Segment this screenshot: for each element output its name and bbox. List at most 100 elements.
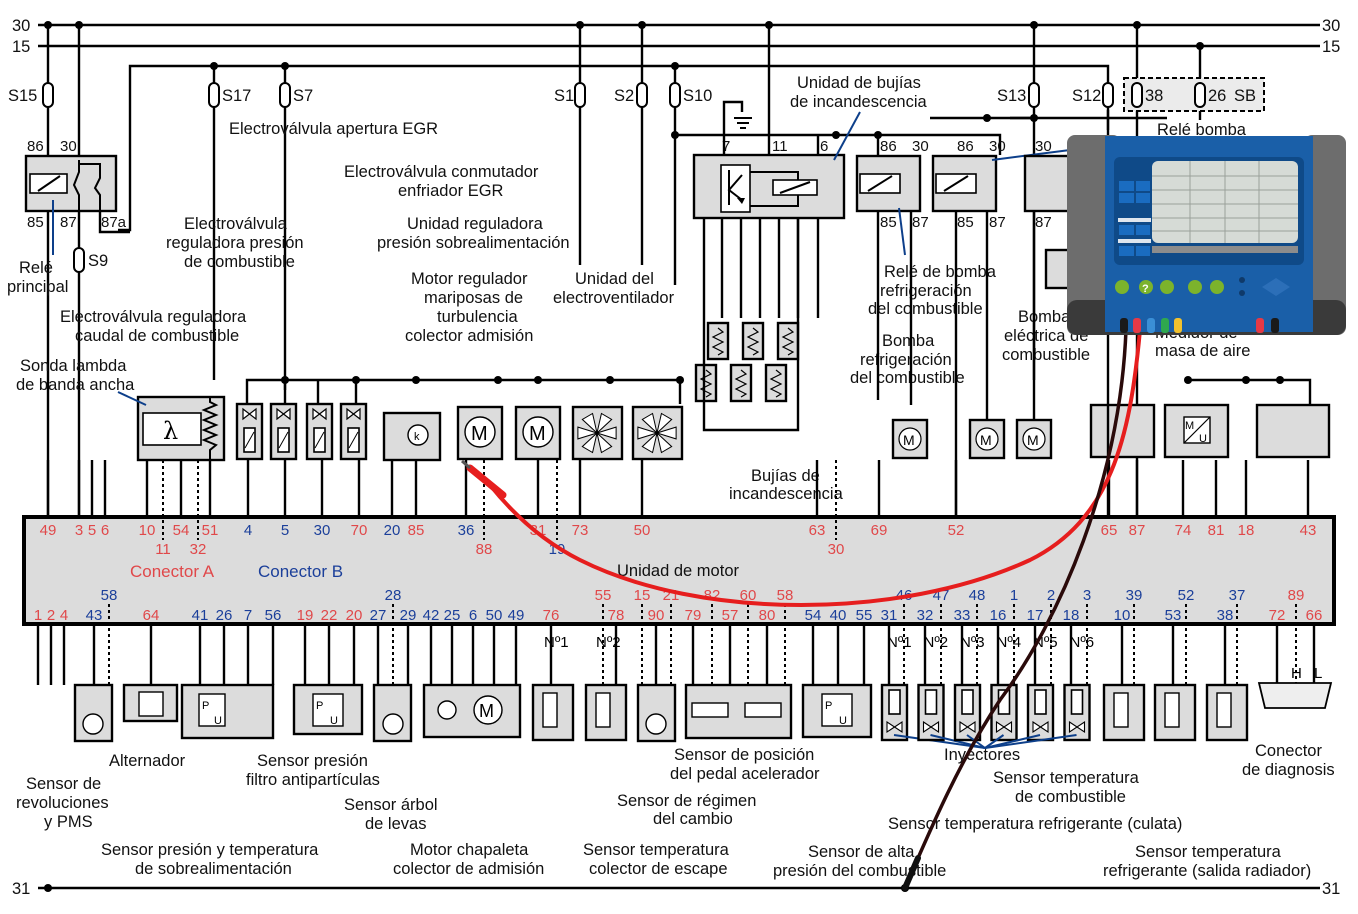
scan-tool[interactable]: ? <box>1067 135 1346 335</box>
egr-valve <box>305 402 334 461</box>
label-electroventilador-2: electroventilador <box>553 289 675 307</box>
label-bomba-electrica-2: eléctrica de <box>1004 327 1088 345</box>
fuse-s13: S13 <box>997 87 1026 105</box>
ecu-pin-bottom: 43 <box>86 607 103 624</box>
ecu-pin-bottom: 29 <box>400 607 417 624</box>
svg-text:85: 85 <box>27 214 44 231</box>
glow-plug <box>694 363 718 403</box>
ecu-pin-top: 85 <box>408 522 425 539</box>
ecu-pin-bottom: 20 <box>346 607 363 624</box>
fuses: S15 S17 S7 S1 S2 S10 S13 S12 S9 38 26 SB <box>8 77 1265 273</box>
label-unidad-bujias: Unidad de bujías <box>797 74 921 92</box>
rail-15-right: 15 <box>1322 38 1340 56</box>
dpf-pressure-sensor: PU <box>292 683 364 736</box>
injector-number: Nº1 <box>887 634 912 651</box>
injector-number: Nº6 <box>1070 634 1095 651</box>
svg-text:P: P <box>202 700 209 712</box>
red-probe-lead <box>488 329 1142 607</box>
label-motor-mariposas: Motor regulador <box>411 270 528 288</box>
svg-text:87: 87 <box>60 214 77 231</box>
ecu-pin-top: 36 <box>458 522 475 539</box>
label-rele-bomba: Relé bomba <box>1157 121 1247 139</box>
help-button-icon[interactable] <box>1139 280 1153 294</box>
connector-a-label: Conector A <box>130 562 215 581</box>
label-bomba-electrica-3: combustible <box>1002 346 1090 364</box>
black-probe-tip <box>902 855 921 891</box>
svg-text:L: L <box>1314 665 1322 682</box>
mass-air-flow-sensor: MU <box>1163 403 1230 459</box>
gear-speed-sensor <box>636 683 677 743</box>
ecu-pin-top: 30 <box>314 522 331 539</box>
ecu-pin-top: 69 <box>871 522 888 539</box>
alternator <box>122 683 179 723</box>
injector <box>953 683 982 742</box>
label-unidad-reg: Unidad reguladora <box>407 215 544 233</box>
pump-motor: M <box>891 418 929 460</box>
camshaft-sensor <box>372 683 413 743</box>
svg-text:P: P <box>825 700 832 712</box>
ecu-pin-top-sub: 32 <box>190 541 207 558</box>
fuse-s7: S7 <box>293 87 313 105</box>
fan-icon <box>631 405 684 461</box>
pump-motor: M <box>1015 418 1053 460</box>
label-sensor-radiador: Sensor temperatura <box>1135 843 1282 861</box>
label-sensor-filtro: Sensor presión <box>257 752 368 770</box>
ecu-pin-bottom: 54 <box>805 607 822 624</box>
power-button-icon[interactable] <box>1115 280 1129 294</box>
label-sensor-presion-temp: Sensor presión y temperatura <box>101 841 319 859</box>
exhaust-sensor-number: Nº2 <box>596 634 621 651</box>
label-sensor-temp-comb-2: de combustible <box>1015 788 1126 806</box>
pedal-switch <box>1255 403 1331 459</box>
label-reg-caudal: Electroválvula reguladora <box>60 308 247 326</box>
svg-text:M: M <box>479 701 494 721</box>
lambda-sensor: λ <box>117 391 226 462</box>
upper-labels: Electroválvula apertura EGR Electroválvu… <box>16 74 1250 503</box>
exhaust-temp-sensor <box>531 683 575 742</box>
svg-text:M: M <box>980 432 992 448</box>
glow-plug <box>729 363 753 403</box>
ecu-pin-top: 49 <box>40 522 57 539</box>
cancel-button-icon[interactable] <box>1210 280 1224 294</box>
ecu-pin-bottom: 31 <box>881 607 898 624</box>
red-probe-tip <box>466 464 507 499</box>
fuse-26: 26 <box>1208 87 1226 105</box>
fuse-s9: S9 <box>88 252 108 270</box>
fuse-box-sb <box>1123 77 1265 112</box>
rail-30-right: 30 <box>1322 17 1340 35</box>
label-sensor-rev: Sensor de <box>26 775 101 793</box>
boost-sensor: PU <box>180 683 275 740</box>
temperature-sensor <box>1205 683 1249 742</box>
glow-plug <box>741 321 765 361</box>
svg-text:7: 7 <box>722 138 730 155</box>
ecu-pin-top: 81 <box>1208 522 1225 539</box>
ecu-pin-bottom: 27 <box>370 607 387 624</box>
svg-text:M: M <box>903 432 915 448</box>
lower-labels: Sensor de revoluciones y PMS Alternador … <box>16 742 1335 880</box>
svg-text:M: M <box>1027 432 1039 448</box>
fuse-s12: S12 <box>1072 87 1101 105</box>
menu-button-icon[interactable] <box>1160 280 1174 294</box>
ecu-pin-bottom: 2 <box>47 607 55 624</box>
ecu-pin-bottom: 64 <box>143 607 160 624</box>
svg-text:M: M <box>529 423 546 445</box>
label-sonda: Sonda lambda <box>20 357 127 375</box>
dpad-icon[interactable] <box>1262 278 1290 296</box>
injector-number: Nº3 <box>960 634 985 651</box>
probe-leads <box>461 329 1142 891</box>
injector-number: Nº4 <box>997 634 1022 651</box>
ecu-pin-bottom-sup: 15 <box>634 587 651 604</box>
label-sensor-rev-3: y PMS <box>44 813 93 831</box>
ok-button-icon[interactable] <box>1188 280 1202 294</box>
injector <box>880 683 909 742</box>
svg-text:U: U <box>839 715 847 727</box>
ecu-pin-top: 5 <box>88 522 96 539</box>
label-electroventilador: Unidad del <box>575 270 654 288</box>
ecu-pin-bottom: 78 <box>608 607 625 624</box>
label-conector-diag-2: de diagnosis <box>1242 761 1335 779</box>
swirl-motor: M <box>514 405 562 461</box>
ecu-pin-bottom: 90 <box>648 607 665 624</box>
ecu-pin-top: 10 <box>139 522 156 539</box>
label-sensor-pedal: Sensor de posición <box>674 746 814 764</box>
